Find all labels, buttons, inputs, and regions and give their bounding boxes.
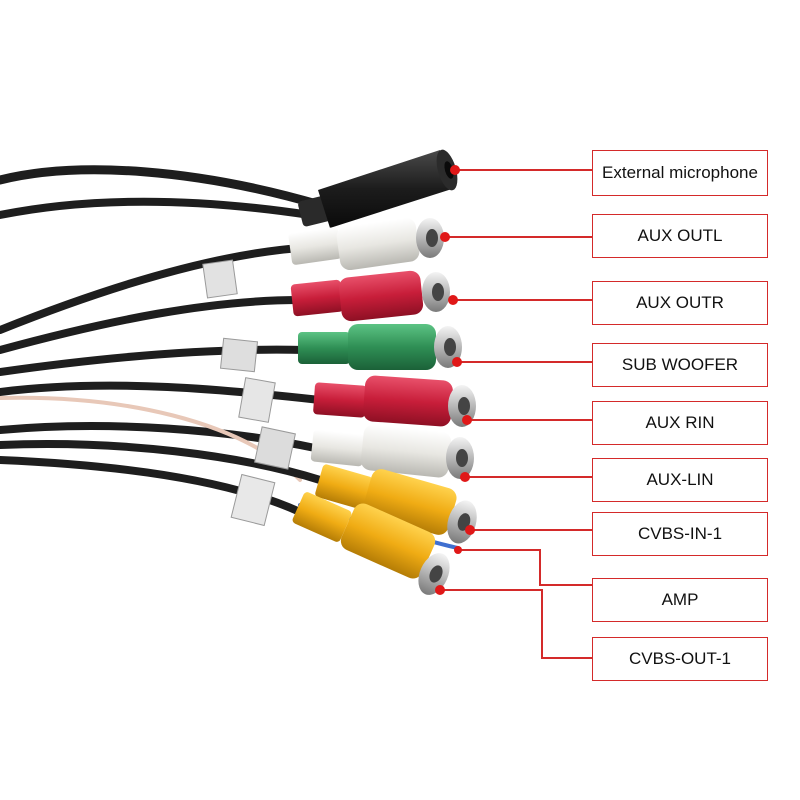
rca-plug-aux-outl: [288, 217, 444, 271]
cable-aux-outl: [0, 244, 304, 334]
label-text: AUX-LIN: [646, 470, 714, 489]
label-cvbs-out-1: CVBS-OUT-1: [592, 637, 768, 681]
rca-plug-sub-woofer: [298, 324, 462, 370]
rca-plug-aux-outr: [290, 270, 450, 322]
label-amp: AMP: [592, 578, 768, 622]
label-text: CVBS-OUT-1: [628, 649, 732, 668]
label-aux-lin: AUX-LIN: [592, 458, 768, 502]
label-text: AUX OUTR: [636, 293, 724, 312]
cable-sub: [0, 345, 309, 376]
rca-plug-aux-rin: [313, 375, 476, 427]
callout-dots: [435, 165, 475, 595]
label-aux-outl: AUX OUTL: [592, 214, 768, 258]
label-aux-rin: AUX RIN: [592, 401, 768, 445]
rca-plug-aux-lin: [310, 424, 474, 479]
label-external-microphone: External microphone: [592, 150, 768, 196]
cable-cvbs-in: [0, 440, 324, 484]
rca-plugs: [288, 217, 477, 595]
mic-jack-icon: [298, 149, 458, 228]
cable-tags: [202, 259, 296, 527]
label-cvbs-in-1: CVBS-IN-1: [592, 512, 768, 556]
label-text: AUX OUTL: [637, 226, 723, 245]
cable-aux-rin: [0, 381, 324, 404]
label-text: AMP: [661, 590, 699, 609]
label-text: External microphone: [602, 163, 758, 182]
cable-mic: [0, 165, 325, 210]
label-aux-outr: AUX OUTR: [592, 281, 768, 325]
cable-aux-outr: [0, 296, 304, 354]
label-text: CVBS-IN-1: [637, 524, 723, 543]
callout-lines: [440, 169, 592, 659]
label-text: SUB WOOFER: [621, 355, 739, 374]
label-text: AUX RIN: [645, 413, 715, 432]
rca-plug-cvbs-out: [292, 492, 450, 595]
cable-mic-2: [0, 197, 314, 219]
label-sub-woofer: SUB WOOFER: [592, 343, 768, 387]
